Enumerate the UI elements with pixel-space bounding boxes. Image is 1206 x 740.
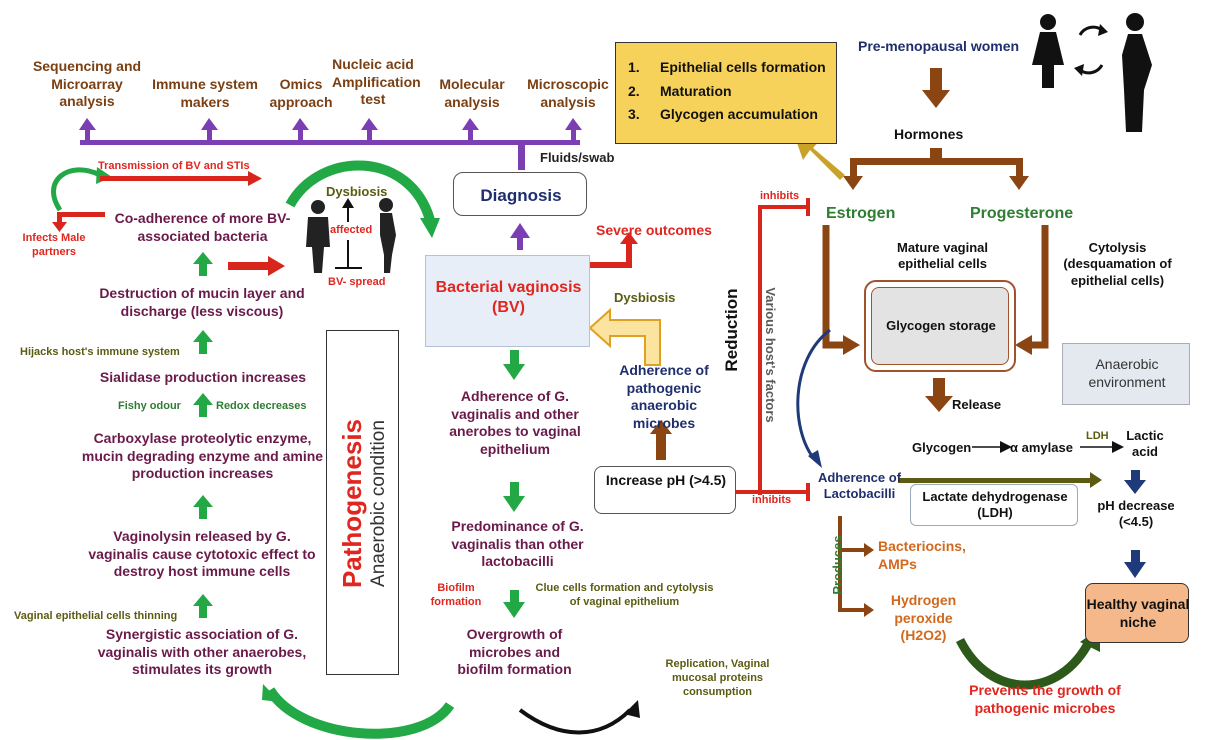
reduction-vertical: Reduction xyxy=(722,270,744,390)
bv-box: Bacterial vaginosis (BV) xyxy=(425,255,590,347)
glycogen-storage-label: Glycogen storage xyxy=(886,318,996,333)
ldh-box: Lactate dehydrogenase (LDH) xyxy=(910,484,1078,526)
hydrogen-peroxide-label: Hydrogen peroxide (H2O2) xyxy=(890,592,957,643)
prevents-label: Prevents the growth of pathogenic microb… xyxy=(969,682,1121,716)
mid-predominance: Predominance of G. vaginalis than other … xyxy=(451,518,584,569)
ph-decrease-label: pH decrease (<4.5) xyxy=(1097,498,1175,530)
ldh-small-label: LDH xyxy=(1086,430,1109,442)
fluids-swab-label: Fluids/swab xyxy=(540,150,615,165)
method-omics: Omics approach xyxy=(269,76,333,110)
gold-arrow xyxy=(796,140,845,180)
bv-spread-label: BV- spread xyxy=(328,276,386,288)
hormones-label: Hormones xyxy=(894,126,964,142)
yellow-num-1: 1. xyxy=(628,59,640,75)
bacteriocins-label: Bacteriocins, AMPs xyxy=(878,538,966,572)
increase-ph-label: Increase pH (>4.5) xyxy=(605,472,727,488)
glycogen-storage-outer: Glycogen storage xyxy=(864,280,1016,372)
yellow-item-3: Glycogen accumulation xyxy=(660,106,818,122)
diagnosis-box: Diagnosis xyxy=(453,172,587,216)
increase-ph-box: Increase pH (>4.5) xyxy=(594,466,736,514)
pathogenesis-label: Pathogenesis xyxy=(337,418,367,589)
dysbiosis-top-label: Dysbiosis xyxy=(326,184,388,199)
produces-label: Produces xyxy=(830,535,845,595)
reduction-label: Reduction xyxy=(722,288,741,372)
biofilm-label: Biofilm formation xyxy=(430,582,482,608)
method-microscopic: Microscopic analysis xyxy=(527,76,609,110)
note-fishy: Fishy odour xyxy=(118,400,181,412)
adherence-lacto-label: Adherence of Lactobacilli xyxy=(817,470,902,502)
adherence-pathogenic: Adherence of pathogenic anaerobic microb… xyxy=(619,362,709,431)
mature-cells-label: Mature vaginal epithelial cells xyxy=(896,240,989,272)
women-cycle-icon xyxy=(1032,13,1152,132)
glycogen-label: Glycogen xyxy=(912,440,972,455)
lactic-acid-label: Lactic acid xyxy=(1126,428,1164,460)
premenopausal-label: Pre-menopausal women xyxy=(858,38,1020,54)
pathogenesis-vertical: Pathogenesis Anaerobic condition xyxy=(327,331,400,676)
step-synergistic: Synergistic association of G. vaginalis … xyxy=(97,626,307,677)
step-carboxylase: Carboxylase proteolytic enzyme, mucin de… xyxy=(81,430,324,481)
cytolysis-label: Cytolysis (desquamation of epithelial ce… xyxy=(1063,240,1172,288)
yellow-num-2: 2. xyxy=(628,83,640,99)
navy-curve xyxy=(796,328,831,461)
infects-male-label: Infects Male partners xyxy=(22,232,86,258)
method-molecular: Molecular analysis xyxy=(439,76,505,110)
middle-green-arrows xyxy=(503,350,525,618)
step-destruction: Destruction of mucin layer and discharge… xyxy=(99,285,305,319)
glycogen-storage-inner: Glycogen storage xyxy=(871,287,1009,365)
release-label: Release xyxy=(952,397,1002,412)
dysbiosis-arrow xyxy=(588,307,661,366)
method-naat: Nucleic acid Amplification test xyxy=(332,56,421,107)
method-immune: Immune system makers xyxy=(152,76,258,110)
yellow-item-1: Epithelial cells formation xyxy=(660,59,826,75)
step-sialidase: Sialidase production increases xyxy=(99,369,307,385)
diagnosis-bar xyxy=(79,118,582,250)
left-green-arrows xyxy=(193,252,213,618)
couple-icon xyxy=(306,198,396,273)
pathogenesis-box: Pathogenesis Anaerobic condition xyxy=(326,330,399,675)
mid-adherence: Adherence of G. vaginalis and other aner… xyxy=(449,388,581,457)
inhibits-bottom: inhibits xyxy=(752,494,792,506)
replication-label: Replication, Vaginal mucosal proteins co… xyxy=(665,658,770,698)
prevents-curve xyxy=(955,637,1095,690)
replication-curve xyxy=(518,708,632,735)
red-arrows xyxy=(52,171,810,501)
various-factors-label: Various host's factors xyxy=(763,287,778,423)
clue-cells-label: Clue cells formation and cytolysis of va… xyxy=(535,582,714,608)
note-thinning: Vaginal epithelial cells thinning xyxy=(14,610,178,622)
anaerobic-condition-label: Anaerobic condition xyxy=(368,420,389,587)
step-coadherence: Co-adherence of more BV-associated bacte… xyxy=(114,210,291,244)
produces-vertical: Produces xyxy=(830,520,848,610)
various-factors-vertical: Various host's factors xyxy=(760,270,778,440)
yellow-box: 1. Epithelial cells formation 2. Maturat… xyxy=(615,42,837,144)
note-hijacks: Hijacks host's immune system xyxy=(20,346,180,358)
dysbiosis-mid-label: Dysbiosis xyxy=(614,290,676,305)
progesterone-label: Progesterone xyxy=(970,205,1074,222)
estrogen-label: Estrogen xyxy=(826,205,896,222)
healthy-niche-label: Healthy vaginal niche xyxy=(1086,596,1190,630)
yellow-item-2: Maturation xyxy=(660,83,732,99)
diagnosis-label: Diagnosis xyxy=(480,186,562,205)
brown-arrows xyxy=(650,68,1049,617)
anaerobic-env-label: Anaerobic environment xyxy=(1088,356,1166,390)
navy-arrows xyxy=(1124,470,1146,578)
step-vaginolysin: Vaginolysin released by G. vaginalis cau… xyxy=(88,528,316,579)
bv-title: Bacterial vaginosis (BV) xyxy=(435,279,582,316)
yellow-num-3: 3. xyxy=(628,106,640,122)
method-sequencing: Sequencing and Microarray analysis xyxy=(32,58,142,109)
transmission-label: Transmission of BV and STIs xyxy=(98,160,250,172)
inhibits-top: inhibits xyxy=(760,190,800,202)
amylase-label: α amylase xyxy=(1010,440,1073,455)
anaerobic-env-box: Anaerobic environment xyxy=(1062,343,1190,405)
healthy-niche-box: Healthy vaginal niche xyxy=(1085,583,1189,643)
affected-label: affected xyxy=(330,224,373,236)
severe-outcomes: Severe outcomes xyxy=(596,222,712,238)
green-curves xyxy=(51,160,455,739)
note-redox: Redox decreases xyxy=(216,400,307,412)
ldh-box-label: Lactate dehydrogenase (LDH) xyxy=(922,489,1068,521)
mid-overgrowth: Overgrowth of microbes and biofilm forma… xyxy=(457,626,572,677)
